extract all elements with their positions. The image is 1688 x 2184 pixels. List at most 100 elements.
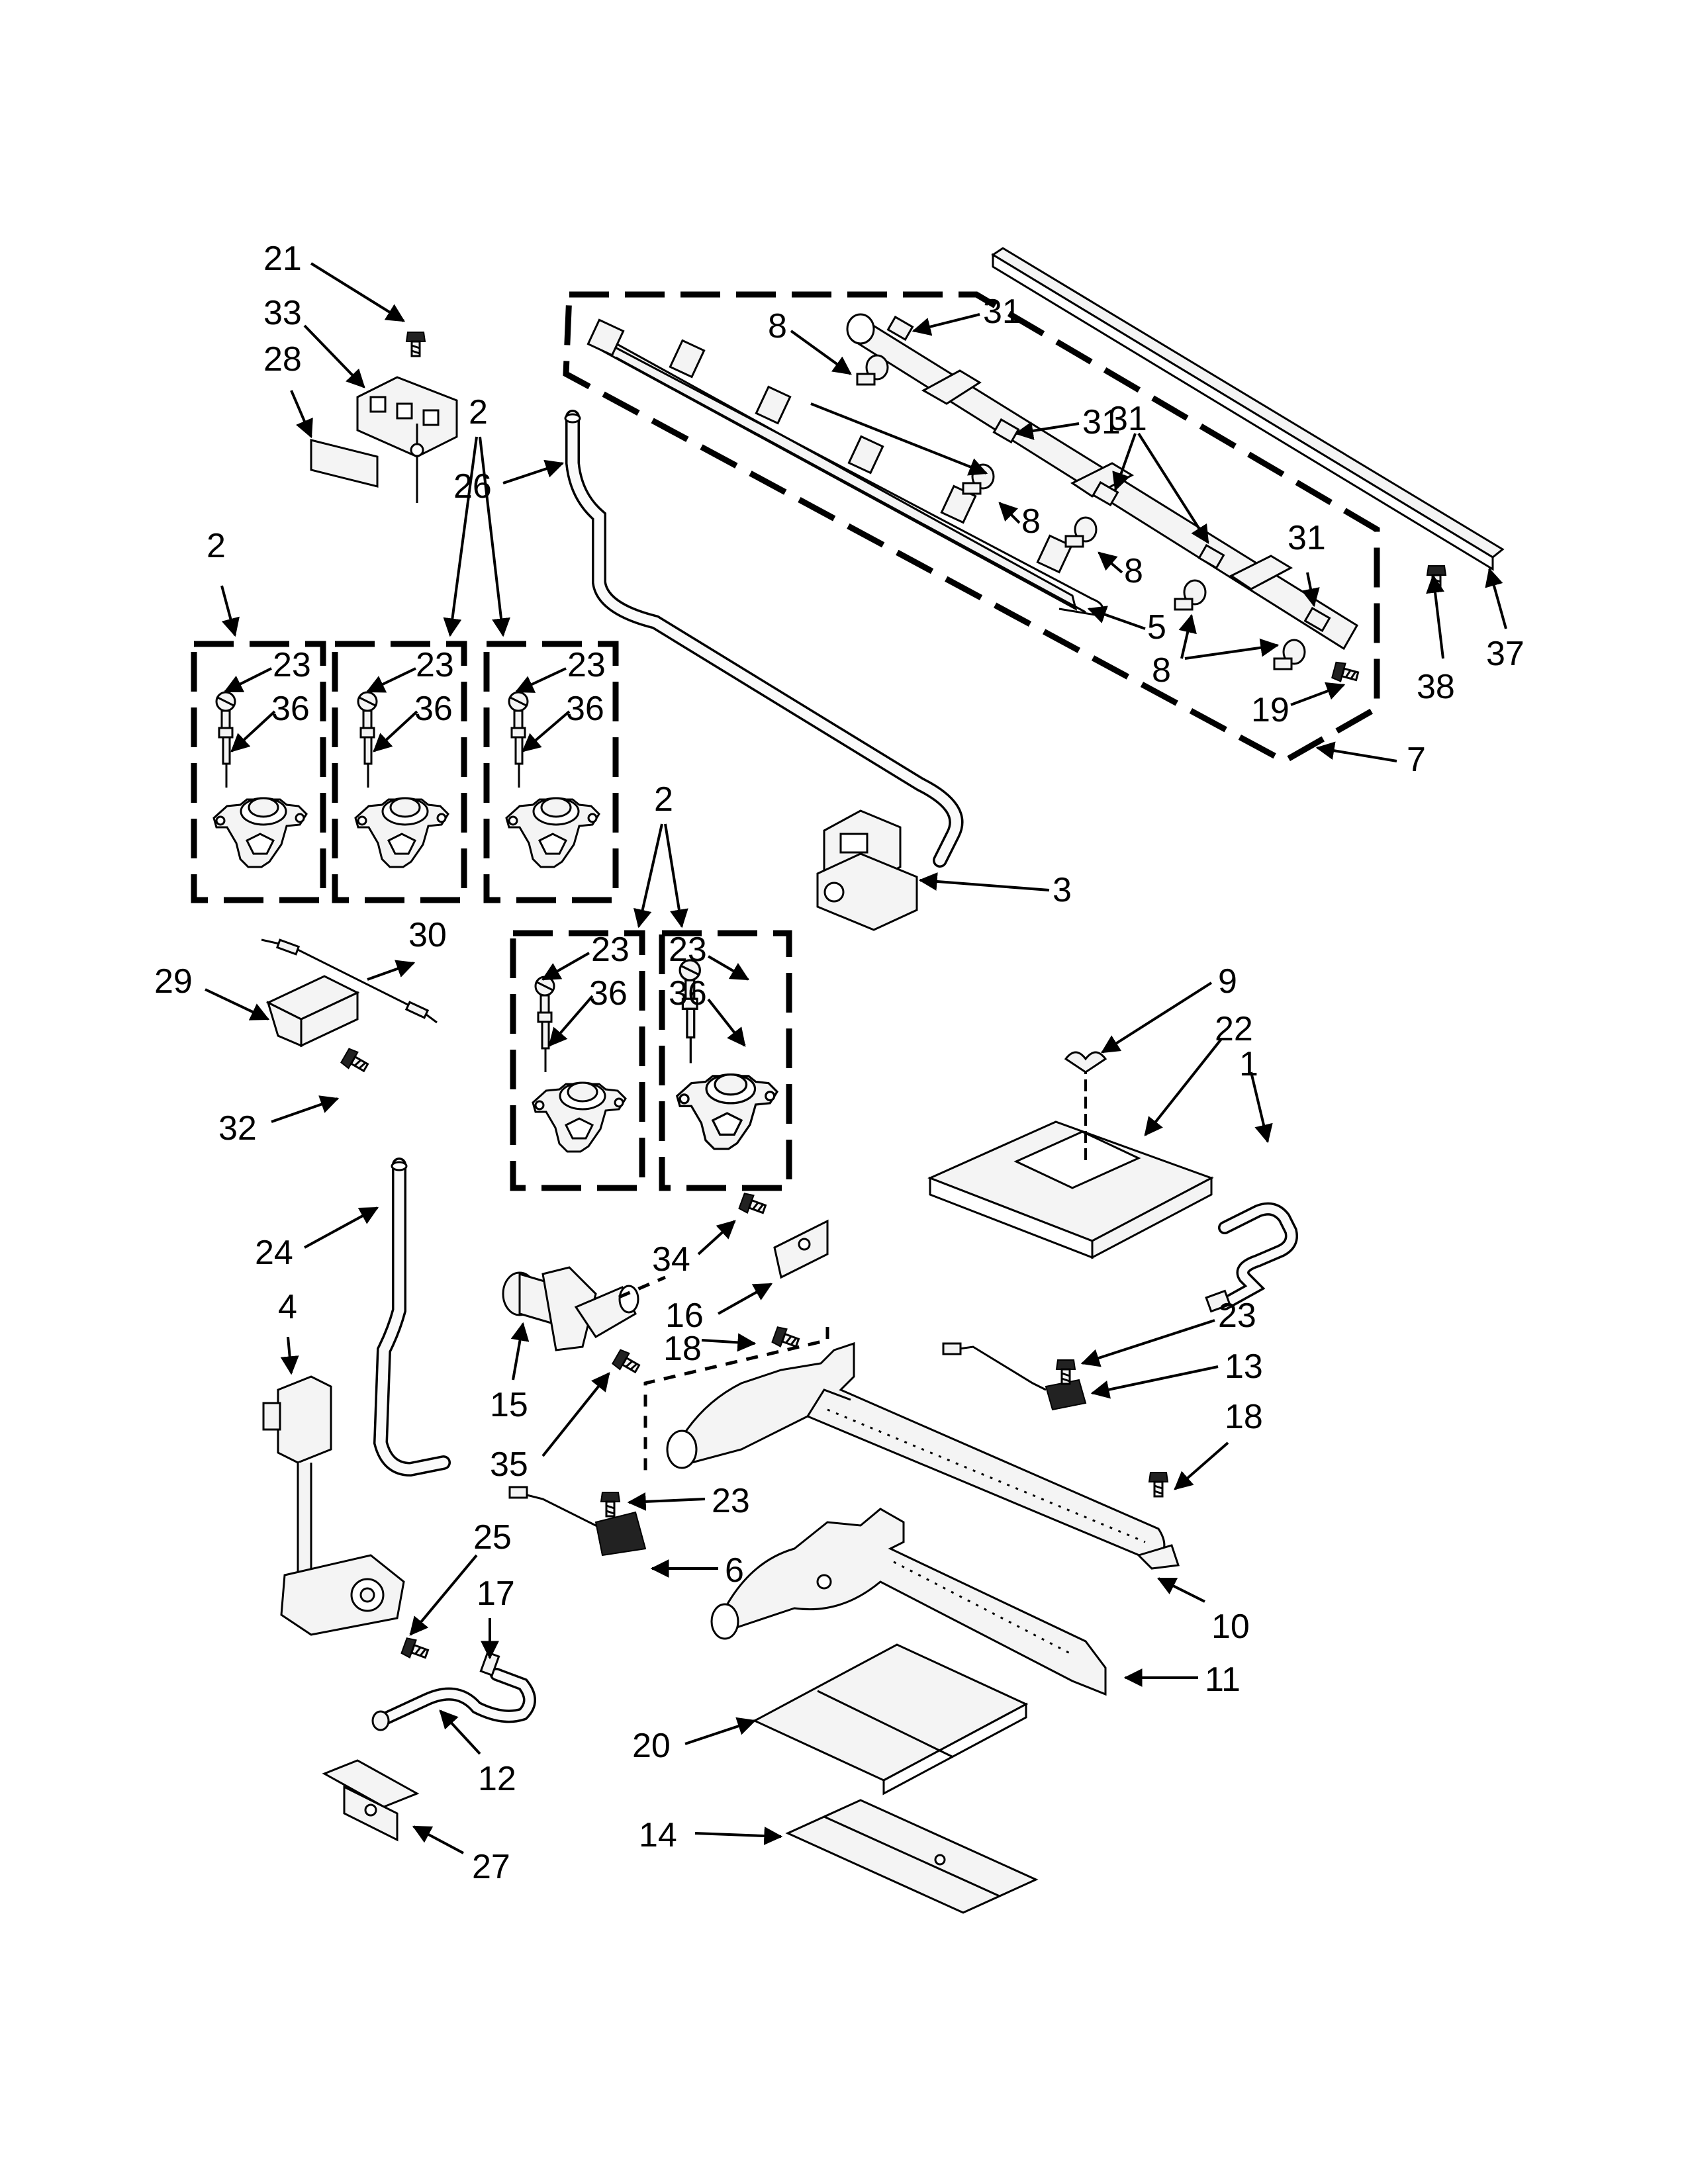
callout-28: 28 (263, 340, 302, 379)
callout-23: 23 (591, 931, 630, 969)
callout-8: 8 (1152, 651, 1171, 690)
callout-37: 37 (1486, 635, 1524, 673)
callout-36: 36 (669, 974, 707, 1013)
callout-27: 27 (472, 1848, 510, 1886)
callout-23: 23 (416, 646, 454, 684)
callout-36: 36 (271, 690, 310, 728)
shield-14 (785, 1799, 1039, 1914)
callout-9: 9 (1218, 962, 1237, 1001)
callout-23: 23 (712, 1482, 750, 1520)
callout-29: 29 (154, 962, 193, 1001)
callout-14: 14 (639, 1816, 677, 1854)
fitting-25 (400, 1635, 431, 1664)
callout-36: 36 (414, 690, 453, 728)
callout-3: 3 (1053, 871, 1072, 909)
callout-31: 31 (1109, 400, 1147, 438)
callout-16: 16 (665, 1297, 704, 1335)
terminal-block (310, 376, 458, 503)
burner-valve (1064, 516, 1098, 548)
callout-17: 17 (477, 1574, 515, 1613)
callout-33: 33 (263, 294, 302, 332)
burner-valve (1174, 579, 1207, 611)
callout-23: 23 (567, 646, 606, 684)
callout-4: 4 (278, 1288, 297, 1326)
tube-1 (1205, 1202, 1298, 1313)
callout-8: 8 (1021, 502, 1041, 541)
callout-11: 11 (1205, 1661, 1241, 1699)
callout-24: 24 (255, 1234, 293, 1272)
callout-18: 18 (663, 1330, 702, 1368)
screw-23-igniter (1055, 1359, 1076, 1385)
burner-tube-11 (710, 1508, 1107, 1696)
callout-36: 36 (566, 690, 604, 728)
deflector-20 (752, 1643, 1029, 1796)
callout-32: 32 (218, 1109, 257, 1148)
gas-valve-3 (816, 809, 918, 931)
callout-8: 8 (1124, 552, 1143, 590)
manifold-assembly-group (563, 291, 1380, 765)
callout-23: 23 (273, 646, 311, 684)
burner-tube-10 (666, 1342, 1180, 1570)
callout-23: 23 (669, 931, 707, 969)
burner-valve (856, 354, 889, 386)
alignment-line (643, 1327, 829, 1476)
callout-31: 31 (983, 293, 1021, 331)
callout-6: 6 (725, 1551, 744, 1590)
ignition-wire-30 (261, 938, 438, 1024)
screw-34 (737, 1191, 769, 1219)
callout-15: 15 (490, 1386, 528, 1424)
screw-35 (610, 1347, 643, 1378)
screw-23-igniter-6 (600, 1491, 621, 1518)
harness-rail (586, 318, 1104, 617)
callout-labels: 21 33 28 26 2 2 2 23 36 23 36 23 36 23 3… (154, 240, 1524, 1886)
callout-21: 21 (263, 240, 302, 278)
wing-nut-9 (1064, 1051, 1107, 1073)
callout-19: 19 (1251, 691, 1289, 729)
burner-valve (1273, 639, 1306, 670)
bracket-16 (773, 1219, 829, 1279)
bracket-29 (265, 975, 360, 1048)
tube-24 (373, 1158, 451, 1477)
callout-13: 13 (1225, 1347, 1263, 1386)
callout-8: 8 (768, 307, 787, 345)
screw-38 (1426, 565, 1447, 591)
callout-20: 20 (632, 1727, 671, 1765)
callout-22: 22 (1215, 1010, 1253, 1048)
rear-trim-strip (991, 247, 1505, 571)
burner-box-1 (191, 641, 326, 903)
callout-26: 26 (453, 467, 492, 506)
callout-2: 2 (207, 527, 226, 565)
callout-2: 2 (654, 780, 673, 819)
callout-18: 18 (1225, 1398, 1263, 1436)
leader-lines (205, 262, 1507, 1854)
burner-box-4 (510, 930, 645, 1191)
oven-valve-4 (262, 1375, 405, 1636)
callout-2: 2 (469, 393, 488, 432)
burner-box-3 (483, 641, 619, 903)
orifice-holder-15 (502, 1266, 639, 1351)
callout-10: 10 (1211, 1608, 1250, 1646)
callout-1: 1 (1239, 1045, 1258, 1083)
baffle-22 (927, 1062, 1214, 1259)
callout-34: 34 (652, 1240, 690, 1279)
callout-36: 36 (589, 974, 628, 1013)
callout-5: 5 (1147, 608, 1166, 647)
burner-box-5 (659, 930, 792, 1191)
callout-38: 38 (1417, 668, 1455, 706)
igniter-13 (942, 1342, 1087, 1411)
bracket-27 (322, 1759, 420, 1842)
callout-30: 30 (408, 916, 447, 954)
igniter-6 (508, 1486, 647, 1557)
manifold-pipe (846, 313, 1359, 651)
callout-31: 31 (1288, 519, 1326, 557)
callout-31: 31 (1082, 403, 1121, 441)
screw-21 (405, 331, 426, 357)
callout-35: 35 (490, 1445, 528, 1484)
callout-12: 12 (478, 1760, 516, 1798)
screw-32 (339, 1046, 372, 1077)
screw-18b (1148, 1471, 1169, 1498)
callout-7: 7 (1407, 741, 1426, 779)
callout-25: 25 (473, 1518, 512, 1557)
callout-23: 23 (1218, 1297, 1256, 1335)
